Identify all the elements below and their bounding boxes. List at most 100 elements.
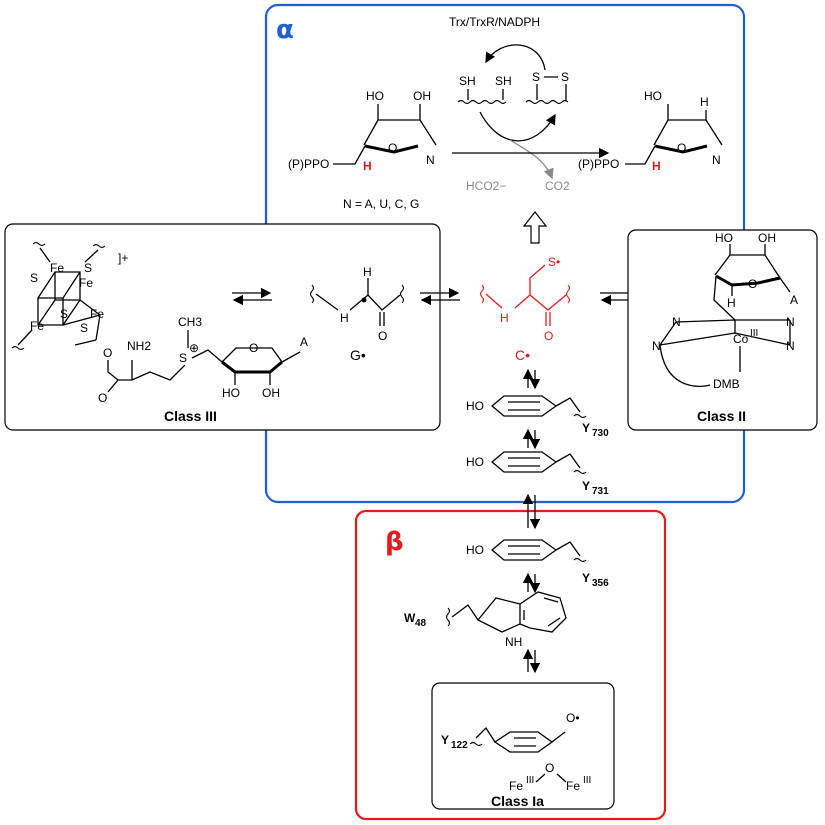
equilibrium-arrows-1 — [232, 287, 272, 306]
svg-text:O: O — [103, 346, 112, 360]
diiron-fe-right: Fe — [566, 779, 580, 793]
beta-label: β — [385, 527, 404, 557]
svg-text:48: 48 — [415, 618, 427, 629]
cobalt-label: Co — [733, 332, 749, 346]
tyrosine-y356: HO Y 356 — [466, 539, 609, 589]
equilibrium-arrows-2 — [420, 287, 460, 306]
svg-text:N: N — [712, 153, 721, 167]
svg-text:Fe: Fe — [50, 261, 64, 275]
svg-text:N: N — [672, 315, 681, 329]
svg-text:122: 122 — [451, 740, 468, 751]
hollow-arrow — [522, 211, 548, 244]
substrate-h: H — [363, 159, 372, 173]
svg-text:OH: OH — [413, 89, 431, 103]
svg-text:NH: NH — [505, 635, 522, 649]
svg-text:O: O — [677, 141, 686, 155]
svg-text:III: III — [526, 775, 534, 786]
class2-box: HO OH O H A N N N N Co III DMB Class II — [627, 229, 818, 431]
thiol-left: SH — [459, 74, 476, 88]
alpha-label: α — [276, 15, 294, 45]
svg-text:H: H — [727, 296, 736, 310]
svg-text:Y: Y — [582, 479, 590, 493]
svg-text:HO: HO — [466, 543, 484, 557]
svg-text:HO: HO — [466, 455, 484, 469]
svg-text:H: H — [340, 311, 349, 325]
sam-cofactor: O CH3 S ⊕ O A HO OH — [98, 315, 308, 405]
svg-text:N: N — [786, 339, 795, 353]
svg-text:⊕: ⊕ — [189, 341, 199, 355]
class1a-label: Class Ia — [491, 793, 544, 809]
svg-text:HO: HO — [366, 89, 384, 103]
tryptophan-w48: W 48 NH — [404, 591, 567, 649]
product-deoxyribonucleotide: HO H O H (P)PPO N — [578, 89, 723, 173]
svg-text:HO: HO — [222, 386, 240, 400]
class2-label: Class II — [697, 408, 746, 424]
svg-text:HO: HO — [715, 231, 733, 245]
glycyl-radical: H H O G• — [309, 265, 405, 363]
svg-text:O: O — [388, 141, 397, 155]
svg-text:HO: HO — [466, 399, 484, 413]
svg-text:W: W — [404, 611, 416, 625]
svg-text:S: S — [80, 321, 88, 335]
beta-subunit-box — [354, 509, 667, 821]
svg-text:N: N — [786, 315, 795, 329]
svg-text:H: H — [700, 95, 709, 109]
reductant-system-label: Trx/TrxR/NADPH — [449, 15, 540, 29]
eq-arrow-y356-w48 — [522, 572, 541, 594]
svg-text:Y: Y — [582, 421, 590, 435]
svg-text:Fe: Fe — [30, 319, 44, 333]
svg-text:O: O — [249, 341, 258, 355]
disulfide-left: S — [532, 70, 540, 84]
diiron-fe-left: Fe — [509, 779, 523, 793]
svg-text:H: H — [363, 265, 372, 279]
eq-arrow-y731-y356 — [522, 493, 541, 530]
glycyl-radical-label: G• — [350, 347, 366, 363]
svg-text:III: III — [583, 775, 591, 786]
disulfide-right: S — [561, 70, 569, 84]
svg-text:O: O — [545, 761, 554, 775]
svg-text:A: A — [790, 293, 798, 307]
svg-text:(P)PPO: (P)PPO — [578, 157, 619, 171]
svg-text:S: S — [179, 351, 187, 365]
eq-arrow-y730-y731 — [522, 428, 541, 450]
svg-text:O: O — [748, 277, 757, 291]
svg-text:OH: OH — [262, 386, 280, 400]
svg-text:N: N — [426, 153, 435, 167]
thiyl-radical-label: S• — [548, 255, 560, 269]
svg-text:O: O — [98, 391, 107, 405]
svg-text:O: O — [378, 329, 387, 343]
tyrosine-y731: HO Y 731 — [466, 451, 609, 497]
svg-text:Fe: Fe — [90, 307, 104, 321]
svg-text:III: III — [750, 328, 758, 339]
tyrosyl-radical-label: O• — [566, 711, 580, 725]
nucleobase-note: N = A, U, C, G — [343, 197, 419, 211]
svg-text:S: S — [30, 271, 38, 285]
class3-label: Class III — [164, 408, 217, 424]
class3-box: Fe S Fe S S Fe Fe S ]+ O NH2 O CH3 S ⊕ O — [4, 223, 441, 431]
substrate-ribonucleotide: HO OH O H (P)PPO N N = A, U, C, G — [288, 89, 437, 211]
tyrosine-y730: HO Y 730 — [466, 395, 609, 439]
svg-text:HO: HO — [644, 89, 662, 103]
radical-transfer-pathway: HO Y 730 HO Y 731 HO Y 356 — [404, 368, 615, 810]
eq-arrow-w48-y122 — [522, 648, 541, 674]
formate-label: HCO2− — [466, 179, 506, 193]
svg-text:NH2: NH2 — [127, 339, 151, 353]
svg-text:N: N — [652, 339, 661, 353]
svg-text:(P)PPO: (P)PPO — [288, 157, 329, 171]
svg-text:731: 731 — [592, 486, 609, 497]
thiol-right: SH — [495, 74, 512, 88]
co2-label: CO2 — [545, 179, 570, 193]
eq-arrow-c-y730 — [522, 368, 541, 390]
svg-text:OH: OH — [758, 231, 776, 245]
svg-text:H: H — [500, 311, 509, 325]
svg-text:Y: Y — [582, 571, 590, 585]
svg-text:356: 356 — [592, 578, 609, 589]
cysteinyl-radical: H O S• C• — [479, 255, 571, 363]
svg-text:S: S — [84, 261, 92, 275]
cluster-charge: ]+ — [118, 251, 128, 265]
svg-text:S: S — [60, 307, 68, 321]
nucleotide-reduction: Trx/TrxR/NADPH SH SH S S HCO2− CO2 HO OH… — [288, 15, 723, 244]
class1a-box: Y 122 O• Fe III O Fe III Class Ia — [431, 682, 615, 810]
svg-text:Fe: Fe — [79, 276, 93, 290]
